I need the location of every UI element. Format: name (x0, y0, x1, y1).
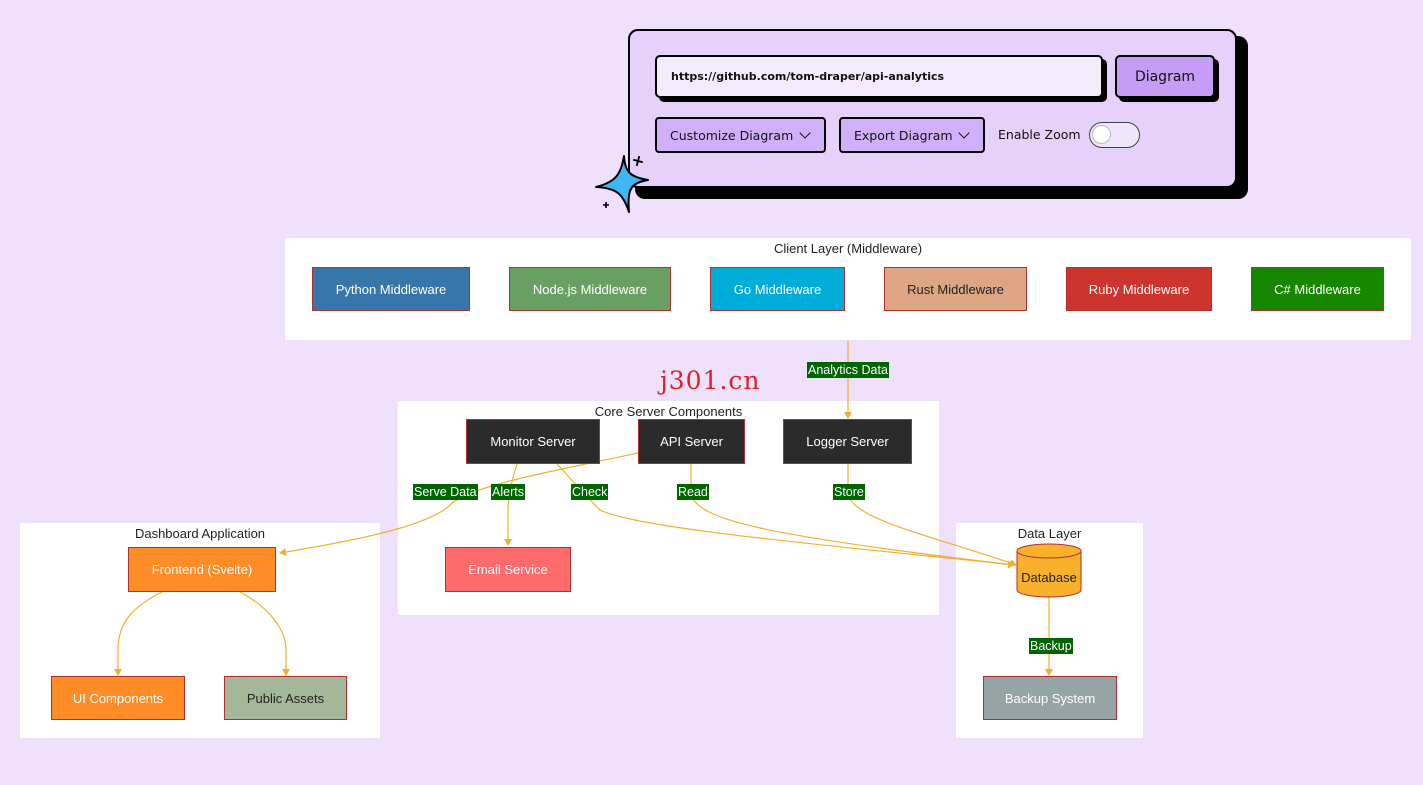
node-python-middleware[interactable]: Python Middleware (312, 267, 470, 311)
node-go-middleware[interactable]: Go Middleware (710, 267, 845, 311)
enable-zoom-toggle[interactable] (1089, 122, 1140, 148)
toggle-knob (1092, 125, 1111, 144)
edge-label-check: Check (571, 484, 609, 500)
data-layer-title: Data Layer (1017, 526, 1082, 541)
node-public-assets[interactable]: Public Assets (224, 676, 347, 720)
node-csharp-middleware[interactable]: C# Middleware (1251, 267, 1384, 311)
edge-alerts (504, 463, 518, 546)
edge-label-serve-data: Serve Data (413, 484, 478, 500)
node-logger-server[interactable]: Logger Server (783, 419, 912, 464)
sparkle-icon (595, 155, 649, 213)
customize-diagram-dropdown[interactable]: Customize Diagram (655, 117, 826, 153)
edge-read (690, 464, 1015, 569)
node-backup-system[interactable]: Backup System (983, 676, 1117, 720)
edge-label-read: Read (677, 484, 709, 500)
edge-frontend-ui (114, 591, 163, 676)
edge-label-analytics-data: Analytics Data (807, 362, 889, 378)
enable-zoom-label: Enable Zoom (998, 127, 1081, 142)
node-api-server[interactable]: API Server (638, 419, 745, 464)
client-layer-cluster: Client Layer (Middleware) (285, 238, 1411, 340)
database-cylinder (1016, 543, 1082, 598)
export-diagram-dropdown[interactable]: Export Diagram (839, 117, 985, 153)
edge-serve-data (279, 452, 639, 556)
node-email-service[interactable]: Email Service (445, 547, 571, 592)
node-database[interactable]: Database (1021, 569, 1077, 585)
node-monitor-server[interactable]: Monitor Server (466, 419, 600, 464)
diagram-button[interactable]: Diagram (1115, 55, 1215, 98)
repo-url-input[interactable] (655, 55, 1103, 98)
edge-label-store: Store (833, 484, 865, 500)
customize-diagram-label: Customize Diagram (670, 127, 794, 143)
edge-frontend-assets (239, 591, 290, 676)
node-frontend-svelte[interactable]: Frontend (Svelte) (128, 547, 276, 592)
core-server-title: Core Server Components (594, 404, 743, 419)
node-ruby-middleware[interactable]: Ruby Middleware (1066, 267, 1212, 311)
node-rust-middleware[interactable]: Rust Middleware (884, 267, 1027, 311)
edge-check (556, 463, 1015, 569)
export-diagram-label: Export Diagram (854, 127, 953, 143)
edge-label-alerts: Alerts (491, 484, 525, 500)
node-ui-components[interactable]: UI Components (51, 676, 185, 720)
dashboard-title: Dashboard Application (134, 526, 266, 541)
client-layer-title: Client Layer (Middleware) (773, 241, 923, 256)
edge-label-backup: Backup (1029, 638, 1073, 654)
watermark-text: j301.cn (660, 366, 761, 395)
node-nodejs-middleware[interactable]: Node.js Middleware (509, 267, 671, 311)
